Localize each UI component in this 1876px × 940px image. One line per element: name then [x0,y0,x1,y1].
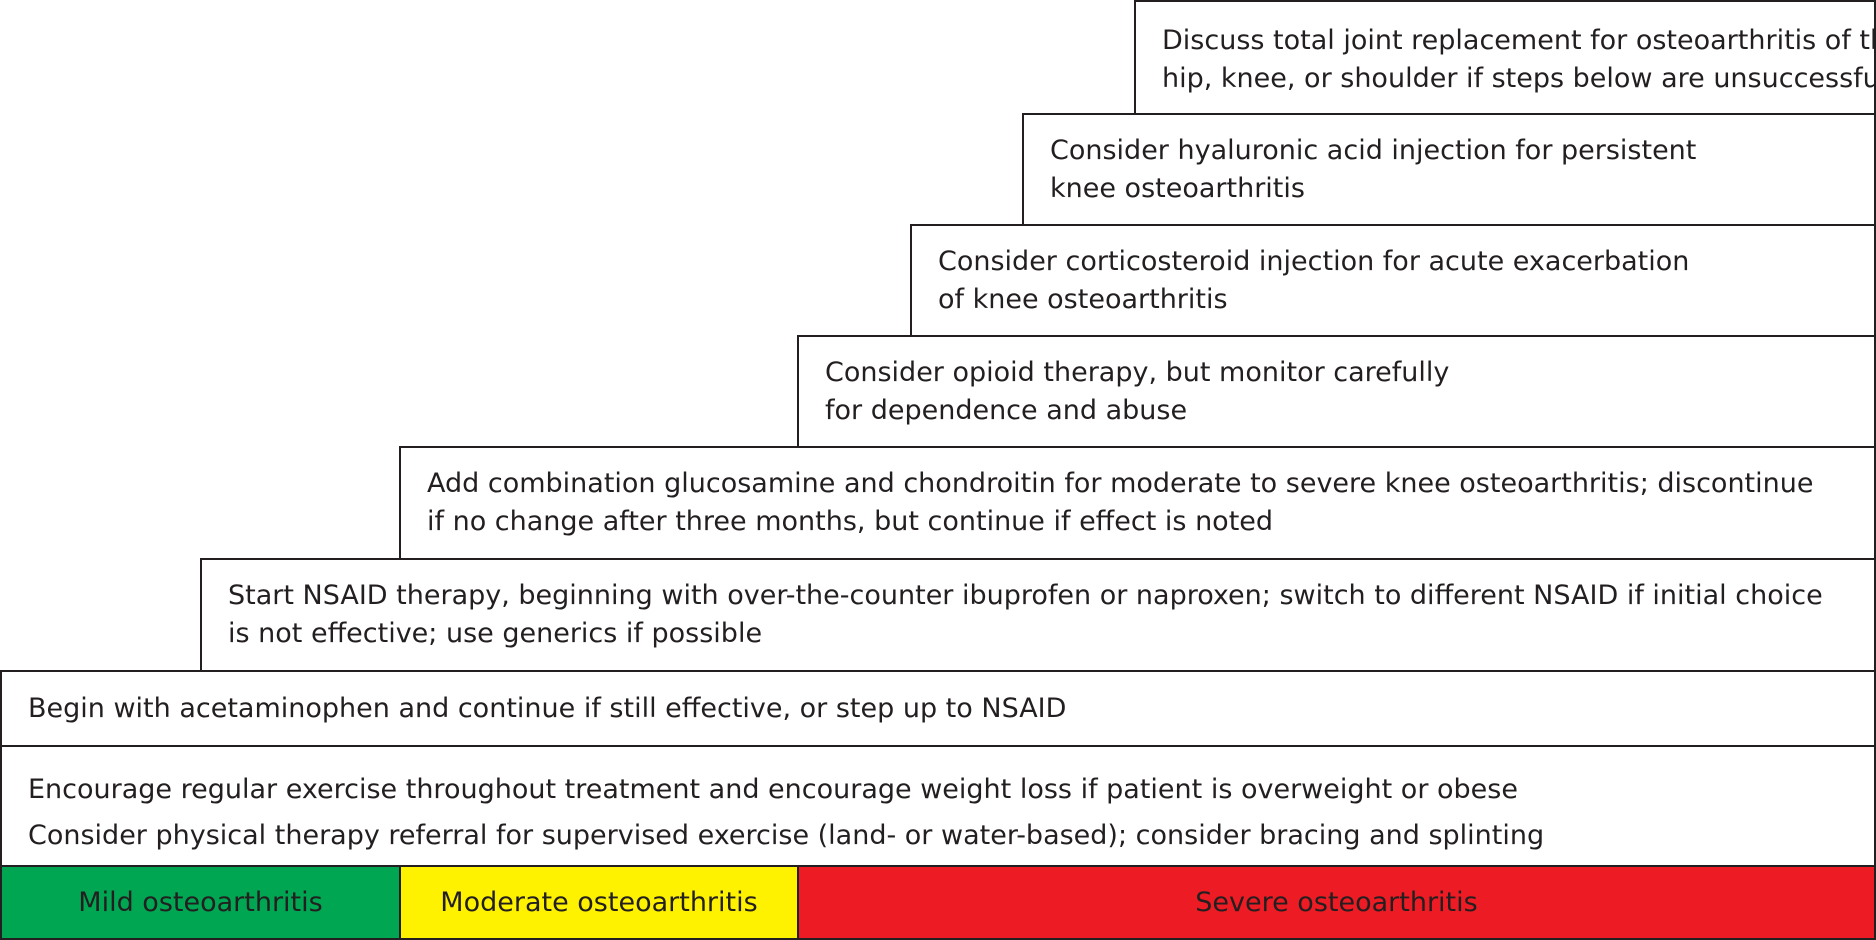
step-text-line: if no change after three months, but con… [427,506,1274,537]
step-text-line: knee osteoarthritis [1050,173,1305,204]
step-text-line: for dependence and abuse [825,395,1188,426]
step-text-line: is not effective; use generics if possib… [228,618,763,649]
severity-severe: Severe osteoarthritis [799,867,1874,938]
severity-bar: Mild osteoarthritis Moderate osteoarthri… [0,865,1876,940]
step-opioid: Consider opioid therapy, but monitor car… [797,335,1876,448]
step-acetaminophen: Begin with acetaminophen and continue if… [0,670,1876,747]
step-text-line: Encourage regular exercise throughout tr… [28,774,1518,805]
step-text-line: Consider corticosteroid injection for ac… [938,246,1690,277]
step-nsaid: Start NSAID therapy, beginning with over… [200,558,1876,672]
severity-mild: Mild osteoarthritis [2,867,401,938]
severity-moderate: Moderate osteoarthritis [401,867,799,938]
step-glucosamine-chondroitin: Add combination glucosamine and chondroi… [399,446,1876,560]
step-text-line: of knee osteoarthritis [938,284,1228,315]
step-text-line: Discuss total joint replacement for oste… [1162,25,1876,56]
step-joint-replacement: Discuss total joint replacement for oste… [1134,0,1876,115]
step-corticosteroid: Consider corticosteroid injection for ac… [910,224,1876,337]
step-exercise-baseline: Encourage regular exercise throughout tr… [0,745,1876,867]
step-text-line: hip, knee, or shoulder if steps below ar… [1162,63,1876,94]
step-text-line: Consider opioid therapy, but monitor car… [825,357,1450,388]
step-hyaluronic-acid: Consider hyaluronic acid injection for p… [1022,113,1876,226]
step-text-line: Begin with acetaminophen and continue if… [28,693,1067,724]
step-text-line: Consider hyaluronic acid injection for p… [1050,135,1697,166]
step-text-line: Add combination glucosamine and chondroi… [427,468,1814,499]
step-text-line: Start NSAID therapy, beginning with over… [228,580,1823,611]
step-text-line: Consider physical therapy referral for s… [28,820,1545,851]
